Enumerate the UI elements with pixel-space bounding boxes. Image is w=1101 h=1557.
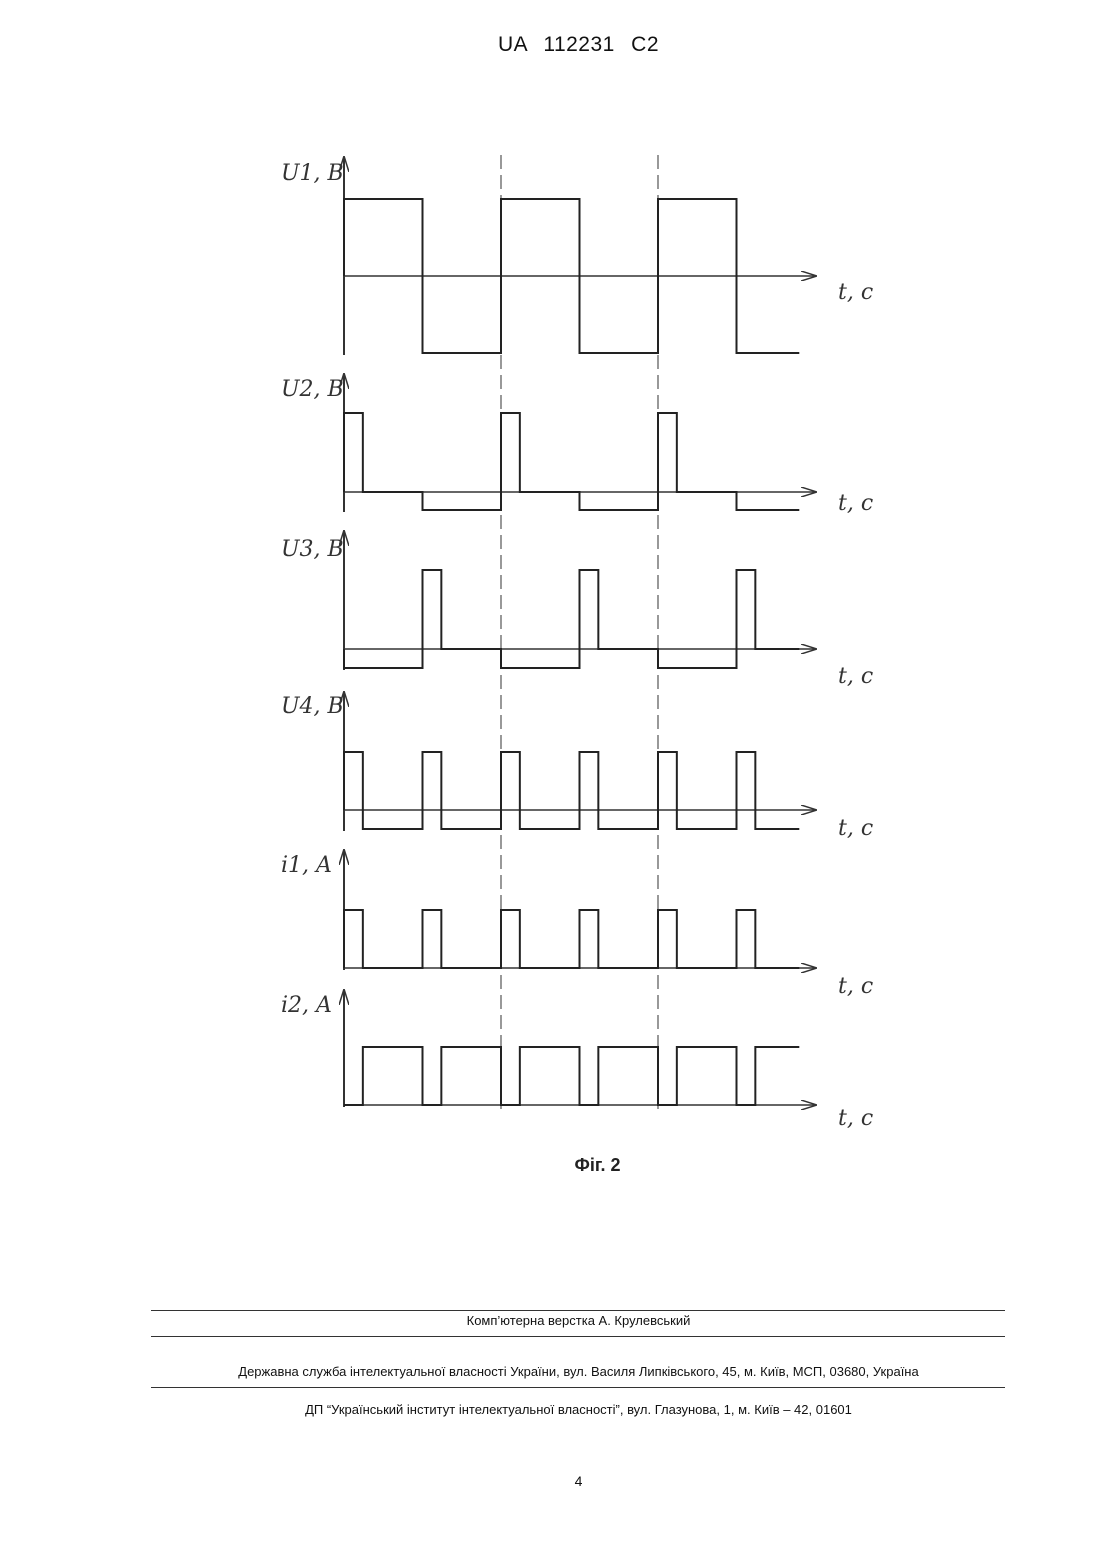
waveform-u4 — [344, 752, 799, 829]
waveform-u3 — [344, 570, 799, 668]
signal-label-u1: U1, B — [281, 161, 344, 186]
time-axis-label-u4: t, c — [838, 816, 873, 841]
signal-label-i1: i1, A — [281, 853, 332, 878]
footer-rule-top — [151, 1310, 1005, 1311]
page-number: 4 — [0, 1473, 1101, 1489]
footer-layout-credit: Комп’ютерна верстка А. Крулевський — [0, 1313, 1101, 1328]
plot-u3: U3, B t, c — [281, 531, 873, 689]
plot-u4: U4, B t, c — [281, 692, 873, 841]
waveform-i1 — [344, 910, 799, 968]
waveform-i2 — [344, 1047, 799, 1105]
footer-rule-middle — [151, 1336, 1005, 1337]
footer-rule-bottom — [151, 1387, 1005, 1388]
plot-i2: i2, A t, c — [281, 990, 873, 1131]
footer-publisher: Державна служба інтелектуальної власност… — [0, 1364, 1101, 1379]
plots: U1, Bt, cU2, Bt, cU3, Bt, cU4, Bt, ci1, … — [281, 157, 873, 1131]
time-axis-label-i2: t, c — [838, 1106, 873, 1131]
time-axis-label-i1: t, c — [838, 974, 873, 999]
figure-caption: Фіг. 2 — [0, 1155, 1101, 1176]
signal-label-i2: i2, A — [281, 993, 332, 1018]
plot-u1: U1, B t, c — [281, 157, 873, 355]
time-axis-label-u1: t, c — [838, 280, 873, 305]
footer-institute: ДП “Український інститут інтелектуальної… — [0, 1402, 1101, 1417]
waveform-figure: U1, Bt, cU2, Bt, cU3, Bt, cU4, Bt, ci1, … — [0, 0, 1101, 1200]
time-axis-label-u2: t, c — [838, 491, 873, 516]
signal-label-u4: U4, B — [281, 694, 344, 719]
signal-label-u2: U2, B — [281, 377, 344, 402]
plot-i1: i1, A t, c — [281, 850, 873, 999]
plot-u2: U2, B t, c — [281, 374, 873, 516]
time-axis-label-u3: t, c — [838, 664, 873, 689]
waveform-u2 — [344, 413, 799, 510]
signal-label-u3: U3, B — [281, 537, 344, 562]
